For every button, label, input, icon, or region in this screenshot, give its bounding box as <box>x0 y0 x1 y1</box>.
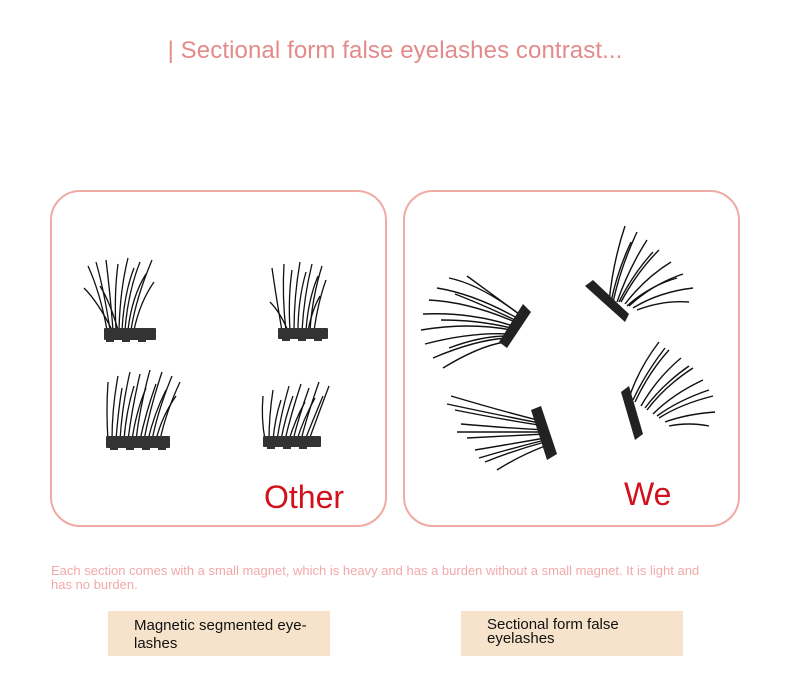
sectional-lash-image <box>585 225 694 322</box>
tag-sectional-form: Sectional form false eyelashes <box>461 611 683 656</box>
sectional-lash-image <box>420 275 531 369</box>
tag-magnetic-segmented: Magnetic segmented eye-lashes <box>108 611 330 656</box>
comparison-panel-other: Other <box>50 190 387 527</box>
magnetic-lash-image <box>261 381 330 449</box>
label-other: Other <box>264 479 345 515</box>
magnetic-lash-image <box>269 261 328 341</box>
magnetic-lash-image <box>106 369 181 450</box>
label-we: We <box>624 476 672 512</box>
sectional-lash-image <box>446 395 557 471</box>
description-note: Each section comes with a small magnet, … <box>51 563 700 592</box>
page-title: | Sectional form false eyelashes contras… <box>167 37 623 64</box>
sectional-lash-image <box>621 341 716 440</box>
magnetic-lash-image <box>83 257 156 342</box>
comparison-panel-we: We <box>403 190 740 527</box>
